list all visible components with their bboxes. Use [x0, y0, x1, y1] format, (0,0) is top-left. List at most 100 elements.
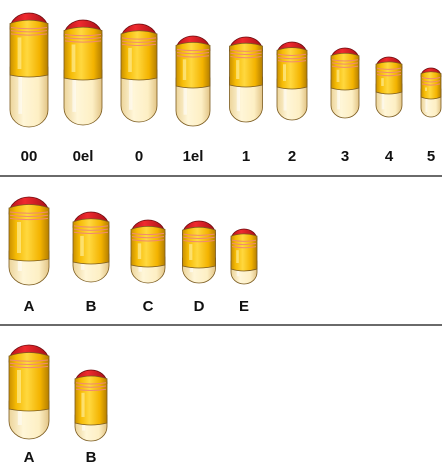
capsule	[130, 219, 166, 284]
capsule-band	[376, 74, 402, 77]
capsule	[8, 196, 50, 286]
capsule-band	[121, 37, 157, 40]
capsule-band	[9, 214, 49, 217]
capsule-highlight	[283, 64, 286, 81]
capsule-highlight	[17, 37, 22, 69]
capsule-size-label: C	[143, 298, 154, 315]
capsule-highlight	[17, 255, 22, 271]
capsule-size-label: 2	[288, 148, 296, 165]
capsule-cap	[230, 233, 258, 272]
capsule-cap	[182, 226, 216, 269]
capsule	[330, 47, 360, 119]
capsule-band	[9, 211, 49, 214]
capsule-band	[421, 80, 441, 83]
capsule-highlight	[71, 44, 76, 72]
capsule-band	[75, 385, 107, 388]
capsule-band	[64, 33, 102, 37]
capsule-highlight	[425, 93, 428, 112]
capsule	[120, 23, 158, 123]
capsule-band	[121, 43, 157, 47]
capsule-band	[9, 365, 49, 369]
capsule	[74, 369, 108, 442]
capsule-highlight	[128, 74, 133, 110]
capsule-band	[75, 388, 107, 391]
capsule-highlight	[236, 60, 240, 79]
capsule-band	[9, 362, 49, 365]
capsule-cap	[175, 41, 211, 89]
capsule-highlight	[137, 243, 142, 259]
capsule	[63, 19, 103, 126]
capsule-band	[183, 233, 215, 236]
capsule-cap	[330, 52, 360, 91]
capsule-highlight	[72, 74, 77, 112]
capsule-band	[376, 70, 402, 74]
capsule-highlight	[18, 71, 23, 114]
capsule-highlight	[17, 222, 21, 253]
capsule-band	[331, 65, 359, 68]
capsule	[8, 344, 50, 440]
capsule-band	[10, 30, 48, 33]
capsule-highlight	[80, 235, 84, 256]
capsule-band	[230, 55, 262, 59]
capsule-band	[10, 26, 48, 30]
capsule-highlight	[17, 370, 21, 403]
capsule-highlight	[183, 82, 187, 115]
capsule-band	[376, 67, 402, 70]
capsule-band	[183, 239, 215, 243]
capsule-band	[176, 55, 210, 58]
capsule-band	[176, 52, 210, 55]
capsule-band	[121, 40, 157, 43]
capsule-highlight	[81, 392, 85, 417]
capsule-highlight	[128, 47, 132, 72]
capsule-size-label: 0el	[73, 148, 94, 165]
capsule-highlight	[283, 83, 287, 111]
capsule-band	[64, 40, 102, 43]
capsule-band	[131, 232, 165, 236]
capsule-band	[73, 225, 109, 228]
capsule	[230, 228, 258, 285]
capsule-band	[183, 236, 215, 240]
capsule-band	[331, 62, 359, 65]
capsule-cap	[130, 225, 166, 268]
capsule-band	[421, 77, 441, 80]
capsule-size-label: 4	[385, 148, 394, 165]
capsule-band	[73, 228, 109, 231]
capsule-band	[176, 48, 210, 52]
capsule-band	[73, 231, 109, 235]
capsule-band	[277, 60, 307, 63]
capsule-cap	[276, 47, 308, 90]
capsule-cap	[72, 218, 110, 265]
capsule-band	[231, 242, 257, 246]
capsule-highlight	[236, 81, 241, 112]
capsule-size-label: 1	[242, 148, 250, 165]
capsule-band	[131, 239, 165, 242]
capsule-size-label: B	[86, 449, 97, 466]
capsule-size-label: 0	[135, 148, 143, 165]
capsule-band	[131, 236, 165, 239]
capsule	[375, 56, 403, 118]
capsule-size-label: A	[24, 449, 35, 466]
capsule	[72, 211, 110, 283]
capsule-band	[277, 56, 307, 60]
capsule-band	[230, 49, 262, 52]
capsule-band	[9, 359, 49, 362]
capsule-highlight	[336, 69, 340, 82]
capsule-highlight	[381, 78, 384, 86]
capsule-highlight	[236, 250, 239, 263]
capsule	[229, 36, 263, 123]
capsule-band	[231, 239, 257, 242]
capsule-highlight	[17, 405, 22, 425]
capsule-highlight	[381, 88, 385, 110]
capsule-band	[421, 83, 441, 86]
capsule-highlight	[337, 84, 340, 110]
capsule	[420, 67, 442, 118]
capsule-size-label: A	[24, 298, 35, 315]
capsule-cap	[375, 61, 403, 95]
capsule	[9, 12, 49, 128]
capsule-band	[331, 59, 359, 62]
capsule-cap	[229, 42, 263, 88]
capsule-band	[10, 33, 48, 36]
